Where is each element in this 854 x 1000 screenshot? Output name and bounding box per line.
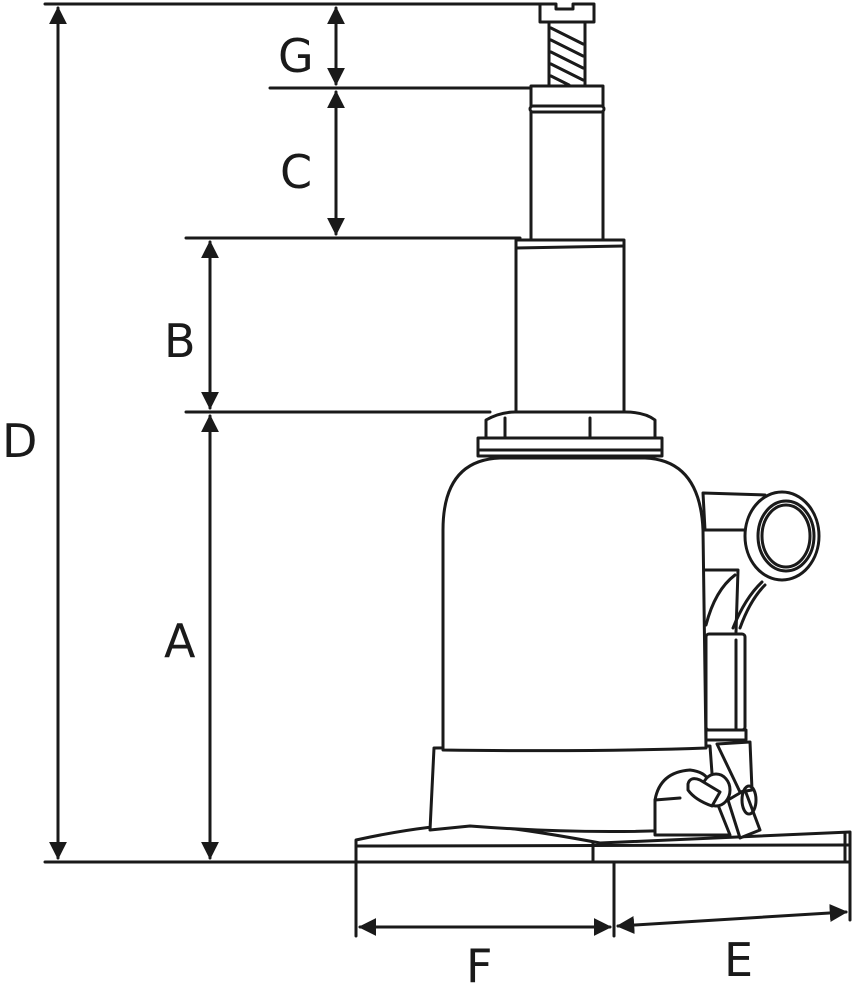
label-g: G bbox=[278, 29, 314, 83]
label-f: F bbox=[466, 939, 492, 993]
extension-lines bbox=[43, 2, 852, 938]
hex-nut bbox=[484, 410, 657, 440]
label-b: B bbox=[164, 314, 196, 368]
collar bbox=[476, 436, 664, 458]
cylinder-body bbox=[441, 456, 708, 753]
label-c: C bbox=[280, 145, 312, 199]
screw-thread bbox=[549, 26, 585, 87]
label-a: A bbox=[164, 614, 196, 668]
saddle-cap bbox=[538, 2, 596, 24]
lower-ram bbox=[514, 238, 626, 414]
label-e: E bbox=[724, 933, 753, 987]
pump-cylinder bbox=[704, 632, 747, 732]
extension-screw bbox=[547, 20, 587, 88]
jack-illustration bbox=[354, 2, 852, 864]
dimension-e-arrow bbox=[616, 904, 848, 934]
label-d: D bbox=[2, 414, 37, 468]
dimension-arrows bbox=[49, 6, 848, 936]
